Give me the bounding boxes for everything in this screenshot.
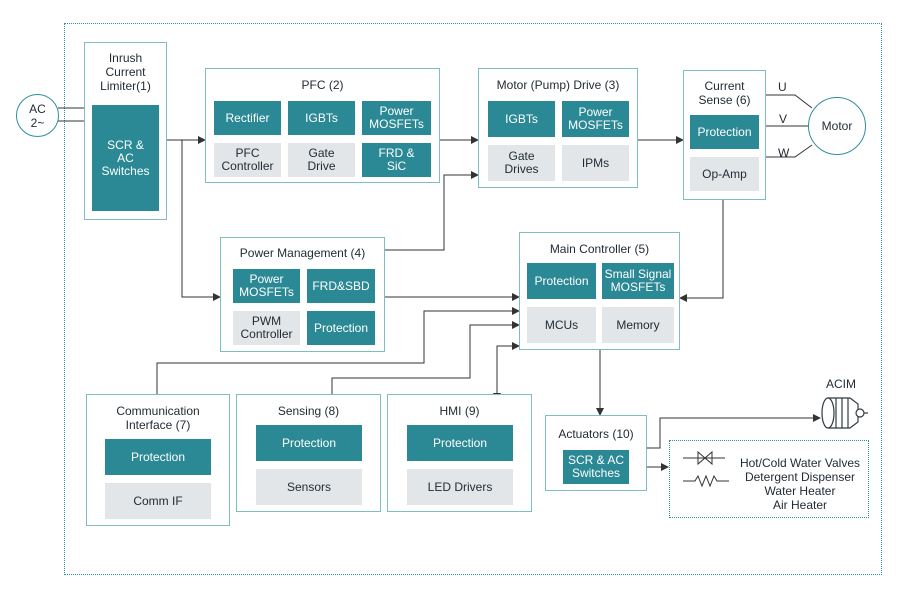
pfc-igbts-chip: IGBTs [288,101,355,135]
sense-protection-chip: Protection [690,115,759,149]
communication-interface-title: Communication Interface (7) [116,404,200,432]
wire-pm-motor [385,171,479,251]
power-management-block: Power Management (4) Power MOSFETs FRD&S… [220,237,385,352]
pfc-frd-sic-chip: FRD & SiC [362,143,431,177]
power-management-title: Power Management (4) [239,246,366,260]
wire-act-acim [647,414,821,449]
pfc-rectifier-chip: Rectifier [214,101,281,135]
hmi-protection-chip: Protection [407,425,513,461]
pfc-gate-drive-chip: Gate Drive [288,143,355,177]
acim-motor-icon [821,397,868,429]
drive-gate-drives-chip: Gate Drives [488,145,555,181]
pm-pwm-controller-chip: PWM Controller [233,311,300,345]
pm-power-mosfets-chip: Power MOSFETs [233,269,300,303]
main-controller-block: Main Controller (5) Protection Small Sig… [519,232,680,350]
pm-protection-chip: Protection [307,311,375,345]
pfc-power-mosfets-chip: Power MOSFETs [362,101,431,135]
main-protection-chip: Protection [527,263,596,299]
pfc-block: PFC (2) Rectifier IGBTs Power MOSFETs PF… [205,68,440,183]
communication-interface-block: Communication Interface (7) Protection C… [86,394,230,526]
motor-drive-title: Motor (Pump) Drive (3) [496,78,620,92]
actuators-block: Actuators (10) SCR & AC Switches [545,415,647,491]
wire-sense-main [679,200,724,302]
load-hot-cold-water-valves: Hot/Cold Water Valves [739,456,861,470]
comm-if-chip: Comm IF [105,483,211,519]
valve-symbol-icon [697,450,713,466]
drive-igbts-chip: IGBTs [488,101,555,137]
wire-hmi-main [493,342,520,401]
wire-comm-main [156,307,520,394]
actuators-scr-chip: SCR & AC Switches [563,450,629,484]
phase-w-label: W [778,146,790,160]
inrush-current-limiter-block: Inrush Current Limiter(1) SCR & AC Switc… [84,42,167,220]
phase-u-label: U [778,80,787,94]
drive-power-mosfets-chip: Power MOSFETs [562,101,629,137]
resistor-symbol-icon [683,474,729,488]
main-small-signal-mosfets-chip: Small Signal MOSFETs [602,263,674,299]
load-air-heater: Air Heater [772,498,828,512]
sensing-protection-chip: Protection [256,425,362,461]
system-boundary [64,23,882,575]
hmi-title: HMI (9) [439,404,480,418]
acim-label: ACIM [826,377,856,391]
hmi-led-drivers-chip: LED Drivers [407,469,513,505]
current-sense-title: Current Sense (6) [698,79,751,107]
main-mcus-chip: MCUs [527,307,596,343]
motor-drive-block: Motor (Pump) Drive (3) IGBTs Power MOSFE… [478,68,638,188]
motor: Motor [808,97,866,155]
wire-inrush-pm [181,140,221,301]
drive-ipms-chip: IPMs [562,145,629,181]
sense-op-amp-chip: Op-Amp [690,157,759,191]
sensing-block: Sensing (8) Protection Sensors [236,394,381,512]
load-water-heater: Water Heater [764,484,836,498]
actuators-title: Actuators (10) [558,427,634,441]
ac-source: AC 2~ [16,94,59,137]
phase-v-label: V [779,112,788,126]
inrush-scr-chip: SCR & AC Switches [92,105,159,211]
loads-boundary [669,440,869,518]
sensing-sensors-chip: Sensors [256,469,362,505]
current-sense-block: Current Sense (6) Protection Op-Amp [683,70,766,200]
wire-sensing-main [331,321,520,394]
pfc-title: PFC (2) [301,78,344,92]
pm-frd-sbd-chip: FRD&SBD [307,269,375,303]
comm-protection-chip: Protection [105,439,211,475]
inrush-title: Inrush Current Limiter(1) [100,51,151,93]
load-detergent-dispenser: Detergent Dispenser [744,470,856,484]
wire-phase-u [766,94,813,109]
main-controller-title: Main Controller (5) [549,242,650,256]
wire-phase-w [766,144,813,158]
main-memory-chip: Memory [602,307,674,343]
pfc-controller-chip: PFC Controller [214,143,281,177]
sensing-title: Sensing (8) [277,404,340,418]
hmi-block: HMI (9) Protection LED Drivers [387,394,532,512]
